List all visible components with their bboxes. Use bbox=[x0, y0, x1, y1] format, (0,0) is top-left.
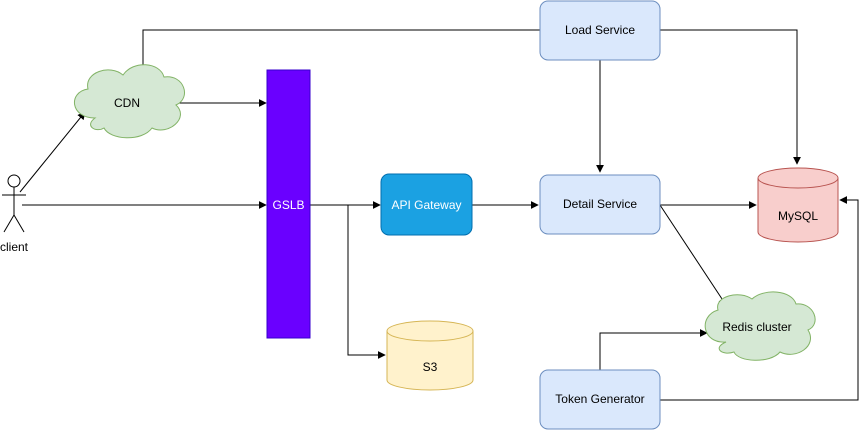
load-service-box bbox=[539, 0, 661, 61]
gslb-box bbox=[266, 69, 311, 339]
cloud-icon bbox=[704, 291, 816, 361]
redis-cluster-node[interactable]: Redis cluster bbox=[704, 291, 816, 361]
cloud-icon bbox=[73, 64, 186, 139]
token-generator-node[interactable]: Token Generator bbox=[539, 369, 661, 430]
s3-label: S3 bbox=[423, 360, 438, 374]
cdn-node[interactable]: CDN bbox=[73, 64, 186, 139]
s3-node[interactable]: S3 bbox=[386, 320, 474, 391]
storage-icon bbox=[386, 320, 474, 391]
load-service-node[interactable]: Load Service bbox=[539, 0, 661, 61]
person-icon bbox=[2, 174, 26, 233]
edge-load-service-cdn bbox=[139, 29, 540, 77]
detail-service-box bbox=[539, 174, 661, 235]
edge-client-cdn bbox=[19, 111, 86, 193]
token-generator-label: Token Generator bbox=[555, 392, 644, 406]
client-actor[interactable]: client bbox=[0, 174, 29, 254]
gslb-label: GSLB bbox=[272, 198, 304, 212]
edge-detail-service-redis bbox=[659, 204, 727, 306]
client-label: client bbox=[0, 240, 29, 254]
redis-cluster-label: Redis cluster bbox=[722, 320, 791, 334]
api-gateway-label: API Gateway bbox=[391, 198, 461, 212]
detail-service-node[interactable]: Detail Service bbox=[539, 174, 661, 235]
database-icon bbox=[757, 167, 839, 243]
api-gateway-node[interactable]: API Gateway bbox=[380, 173, 473, 236]
edge-token-generator-redis bbox=[599, 329, 708, 370]
edge-token-generator-mysql bbox=[660, 196, 859, 401]
gslb-node[interactable]: GSLB bbox=[266, 69, 311, 339]
edge-load-service-mysql bbox=[660, 29, 801, 165]
load-service-label: Load Service bbox=[565, 23, 635, 37]
mysql-label: MySQL bbox=[778, 209, 818, 223]
token-generator-box bbox=[539, 369, 661, 430]
detail-service-label: Detail Service bbox=[563, 197, 637, 211]
edge-gslb-s3 bbox=[347, 205, 386, 359]
mysql-node[interactable]: MySQL bbox=[757, 167, 839, 243]
api-gateway-box bbox=[380, 173, 473, 236]
cdn-label: CDN bbox=[114, 96, 140, 110]
